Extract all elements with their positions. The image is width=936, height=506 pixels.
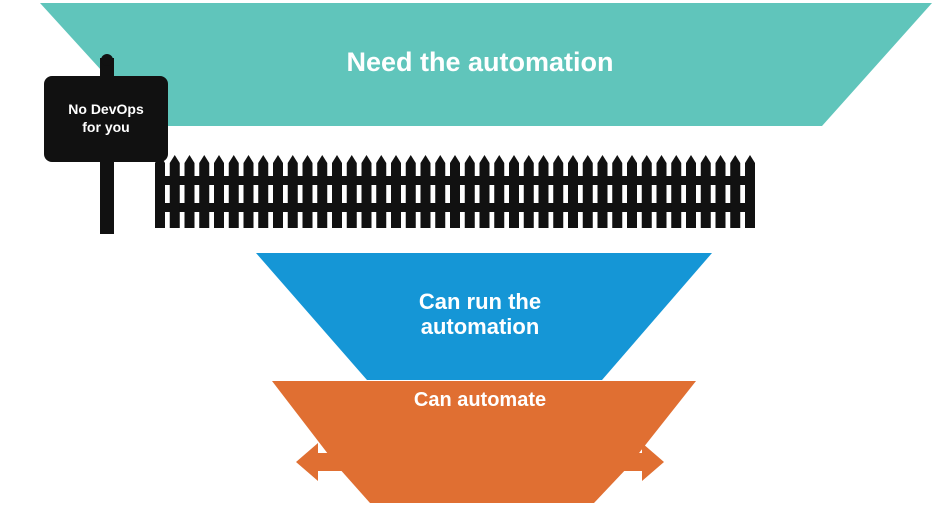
fence-picket: [435, 155, 446, 228]
fence-picket: [523, 155, 534, 228]
sign-text-line1: No DevOps: [68, 101, 144, 117]
fence-picket: [612, 155, 623, 228]
fence-picket: [214, 155, 224, 228]
fence-picket: [169, 155, 180, 228]
fence-picket: [582, 155, 593, 228]
fence-picket: [376, 155, 387, 228]
fence-picket: [243, 155, 254, 228]
fence-picket: [494, 155, 505, 228]
fence-picket: [361, 155, 372, 228]
fence-picket: [656, 155, 667, 228]
fence-picket: [391, 155, 401, 228]
sign-text: No DevOps for you: [48, 101, 164, 136]
fence-picket: [671, 155, 682, 228]
middle-tier-shape: [256, 253, 712, 380]
sign: [44, 54, 168, 234]
middle-tier-label-line1: Can run the: [418, 289, 542, 314]
fence-picket: [155, 155, 165, 228]
middle-tier-label: Can run the automation: [330, 289, 630, 340]
bottom-tier-shape: [272, 381, 696, 503]
fence-picket: [597, 155, 608, 228]
fence-picket: [479, 155, 490, 228]
fence-picket: [464, 155, 475, 228]
fence-picket: [553, 155, 564, 228]
fence-picket: [420, 155, 431, 228]
fence-picket: [538, 155, 549, 228]
fence-picket: [509, 155, 519, 228]
top-tier-shape: [40, 3, 932, 126]
fence-picket: [700, 155, 711, 228]
top-tier-label: Need the automation: [346, 47, 614, 77]
fence-picket: [627, 155, 637, 228]
fence-picket: [686, 155, 696, 228]
sign-board: [44, 76, 168, 162]
right-arrow-shape: [615, 443, 664, 481]
fence-picket: [346, 155, 357, 228]
fence-picket: [715, 155, 726, 228]
fence-picket: [332, 155, 342, 228]
fence-picket: [287, 155, 298, 228]
fence-picket: [199, 155, 210, 228]
fence-picket: [568, 155, 578, 228]
fence-picket: [317, 155, 328, 228]
fence-picket: [641, 155, 652, 228]
fence-picket: [228, 155, 239, 228]
left-arrow-shape: [296, 443, 350, 481]
sign-text-line2: for you: [82, 118, 130, 135]
fence-picket: [405, 155, 416, 228]
fence-picket: [184, 155, 195, 228]
fence-picket: [302, 155, 313, 228]
fence-picket: [450, 155, 460, 228]
sign-post-cap: [101, 54, 113, 66]
bottom-tier-label: Can automate: [413, 389, 547, 411]
middle-tier-label-line2: automation: [420, 314, 540, 340]
fence: [155, 155, 755, 228]
fence-picket: [273, 155, 283, 228]
fence-picket: [258, 155, 269, 228]
fence-picket: [730, 155, 741, 228]
fence-picket: [745, 155, 755, 228]
